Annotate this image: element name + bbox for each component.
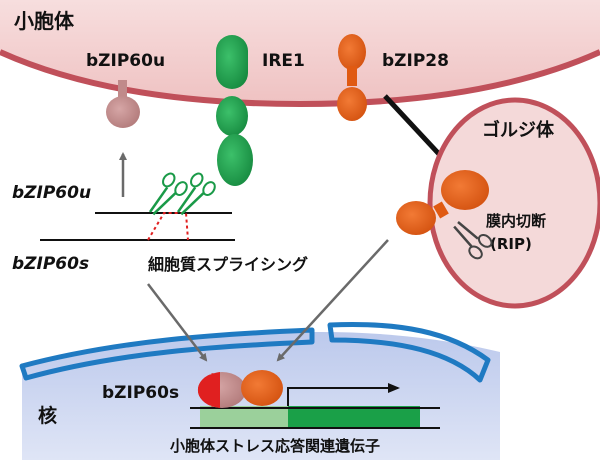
bzip28-protein: bZIP28: [337, 34, 449, 121]
mrna-splicing-area: bZIP60u bZIP60s 細胞質スプライシング: [12, 172, 308, 274]
golgi-label: ゴルジ体: [482, 119, 555, 141]
bzip60u-domain: [106, 96, 140, 128]
rip-label-line1: 膜内切断: [486, 212, 546, 230]
er-membrane: [0, 49, 600, 108]
ire1-label: IRE1: [262, 51, 305, 71]
er-lumen: [0, 0, 600, 104]
bzip60u-protein: bZIP60u: [86, 51, 165, 128]
gene-coding-region: [288, 406, 420, 428]
ire1-cyto-domain: [217, 134, 253, 186]
nuclear-envelope-right: [327, 322, 491, 383]
ire1-tm-domain: [216, 96, 248, 136]
bzip28-import-arrow: [276, 239, 389, 362]
bzip28-nuclear: [241, 370, 283, 406]
bzip28-tm: [347, 66, 357, 86]
nucleus-label: 核: [38, 404, 57, 427]
endoplasmic-reticulum: 小胞体: [0, 0, 600, 108]
rip-scissors-icon: [453, 221, 493, 260]
bzip28-label: bZIP28: [382, 51, 449, 71]
bzip60s-nuclear: [197, 372, 246, 408]
bzip60u-mrna-label: bZIP60u: [12, 183, 91, 203]
splicing-scissors-right-icon: [176, 172, 216, 216]
bzip28-luminal: [338, 34, 366, 70]
gene-locus: [190, 383, 440, 429]
bzip28-cyto: [337, 87, 367, 121]
promoter-region: [200, 406, 288, 428]
bzip60u-top-label: bZIP60u: [86, 51, 165, 71]
bzip60s-nuclear-label: bZIP60s: [102, 383, 179, 403]
golgi-body: [427, 97, 600, 309]
er-label: 小胞体: [14, 9, 75, 33]
bzip60u-anchor: [118, 80, 127, 98]
bzip28-golgi-tm: [433, 201, 449, 219]
splicing-label: 細胞質スプライシング: [148, 255, 308, 274]
bzip28-cleaved-domain: [396, 201, 436, 235]
splicing-scissors-left-icon: [148, 172, 188, 216]
bzip60s-red-cap-fill: [198, 372, 220, 408]
bzip60s-mrna-label: bZIP60s: [12, 254, 89, 274]
spliced-intron: [147, 212, 189, 241]
transcription-start-arrow: [287, 383, 400, 406]
ire1-protein: IRE1: [216, 35, 305, 186]
ire1-luminal-domain: [216, 35, 248, 89]
nuclear-envelope-left: [19, 327, 315, 381]
bzip28-in-golgi: [433, 170, 489, 219]
rip-label-line2: (RIP): [490, 235, 532, 253]
bzip28-golgi-domain: [441, 170, 489, 210]
golgi-apparatus: ゴルジ体 膜内切断 (RIP): [396, 97, 600, 309]
genes-label: 小胞体ストレス応答関連遺伝子: [170, 437, 380, 455]
bzip60s-import-arrow: [147, 283, 208, 362]
